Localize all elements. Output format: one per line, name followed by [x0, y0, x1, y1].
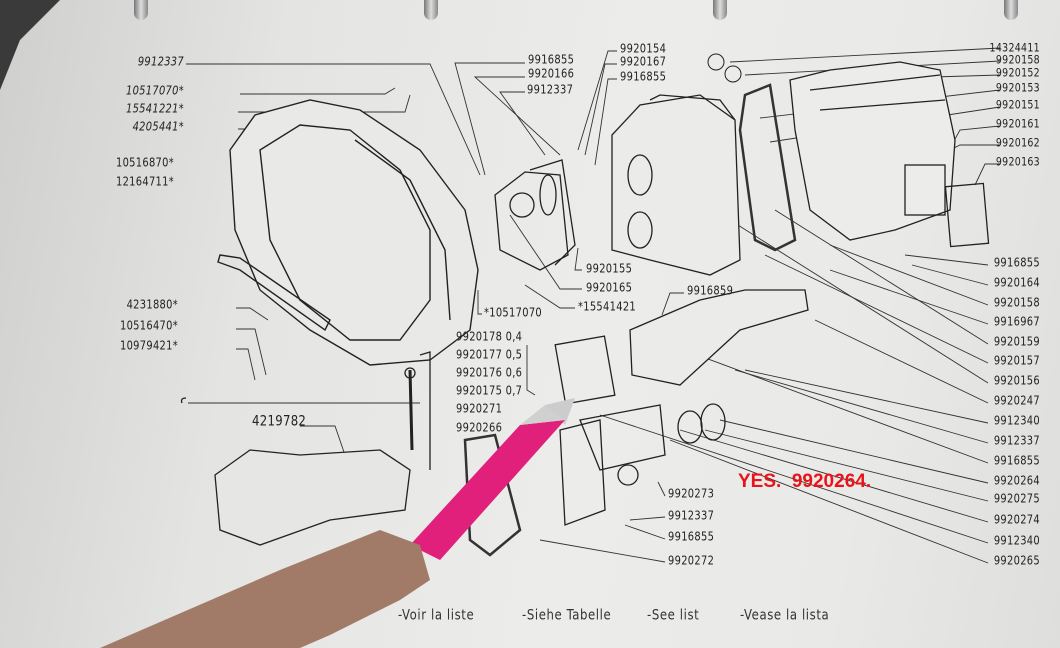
part-label: 9920266 — [456, 420, 503, 435]
part-label: 9912337 — [668, 508, 715, 523]
part-label: 9920158 — [995, 53, 1040, 67]
part-label: 9916855 — [668, 529, 715, 544]
part-label: 10517070* — [125, 83, 184, 98]
binder-ring — [713, 0, 727, 20]
part-label: 9920166 — [528, 66, 575, 81]
part-label: 9920161 — [995, 117, 1040, 131]
footer-note: -See list — [647, 607, 700, 624]
part-label: 9920275 — [993, 491, 1040, 506]
shim-label: 9920177 0,5 — [456, 348, 522, 361]
part-label: 9916967 — [993, 314, 1040, 329]
part-label: 9916855 — [620, 69, 667, 84]
shim-size: 0,6 — [505, 365, 523, 380]
binder-ring — [424, 0, 438, 20]
part-label: 9916855 — [993, 453, 1040, 468]
binder-ring — [134, 0, 148, 20]
shim-part: 9920178 — [456, 329, 503, 344]
part-label: 15541221* — [125, 101, 184, 116]
part-label: 9912340 — [993, 413, 1040, 428]
part-label: 10516470* — [119, 318, 178, 333]
part-label: 9920165 — [586, 280, 633, 295]
part-label: 4205441* — [132, 119, 184, 134]
part-label: 9920151 — [995, 98, 1040, 112]
part-label: 9912337 — [993, 433, 1040, 448]
part-label: *10517070 — [484, 305, 543, 320]
shim-size: 0,7 — [505, 383, 523, 398]
finger — [100, 530, 430, 648]
part-label: 9920272 — [668, 553, 715, 568]
intermediate-housing — [611, 94, 741, 276]
answer-annotation: YES. 9920264. — [738, 471, 872, 492]
part-label: 9916855 — [528, 52, 575, 67]
part-label: 9920155 — [586, 261, 633, 276]
clutch-bell-housing — [217, 99, 479, 366]
shim-label: 9920176 0,6 — [456, 366, 522, 379]
part-label: *15541421 — [578, 299, 637, 314]
part-label: 9920273 — [668, 486, 715, 501]
part-label: 9912340 — [993, 533, 1040, 548]
part-label: 9920164 — [993, 275, 1040, 290]
part-label: 9912337 — [137, 54, 184, 69]
part-label: 9920167 — [620, 54, 667, 69]
part-label: 14324411 — [989, 41, 1040, 55]
shim-part: 9920177 — [456, 347, 503, 362]
seal-ring — [707, 53, 725, 71]
part-label: 9920271 — [456, 401, 503, 416]
footer-note: -Vease la lista — [740, 607, 830, 624]
part-label: 9920162 — [995, 136, 1040, 150]
shim-label: 9920175 0,7 — [456, 384, 522, 397]
footer-note: -Voir la liste — [398, 607, 475, 624]
part-label: 9920152 — [995, 66, 1040, 80]
part-label: 9916855 — [993, 255, 1040, 270]
part-label: 9920265 — [993, 553, 1040, 568]
rear-extension — [554, 289, 809, 526]
shim-size: 0,5 — [505, 347, 523, 362]
part-label: 9920274 — [993, 512, 1040, 527]
part-label: 4231880* — [126, 297, 178, 312]
main-gasket — [738, 83, 797, 252]
front-cover — [494, 159, 576, 271]
seal-ring — [724, 65, 742, 83]
part-label: 10516870* — [115, 155, 174, 170]
part-label: 9920154 — [620, 41, 667, 56]
part-label: 9920157 — [993, 353, 1040, 368]
footer-note: -Siehe Tabelle — [522, 607, 612, 624]
pen — [410, 398, 575, 560]
part-label: 9920159 — [993, 334, 1040, 349]
part-label: 9920153 — [995, 81, 1040, 95]
part-label: 12164711* — [115, 174, 174, 189]
shim-part: 9920176 — [456, 365, 503, 380]
part-label: 9920156 — [993, 373, 1040, 388]
side-cover-plate — [944, 182, 990, 248]
part-label: 9920158 — [993, 295, 1040, 310]
part-label: 9912337 — [527, 82, 574, 97]
part-label: 9916859 — [687, 283, 734, 298]
gearbox-assembly-inset — [180, 351, 431, 546]
part-label: 9920264 — [993, 473, 1040, 488]
part-label: 9920247 — [993, 393, 1040, 408]
gearbox-main-case — [789, 61, 956, 241]
shim-size: 0,4 — [505, 329, 523, 344]
shim-label: 9920178 0,4 — [456, 330, 522, 343]
part-label: 9920163 — [995, 155, 1040, 169]
shim-part: 9920175 — [456, 383, 503, 398]
binder-ring — [1004, 0, 1018, 20]
part-label: 10979421* — [119, 338, 178, 353]
assembly-label: 4219782 — [252, 413, 307, 430]
